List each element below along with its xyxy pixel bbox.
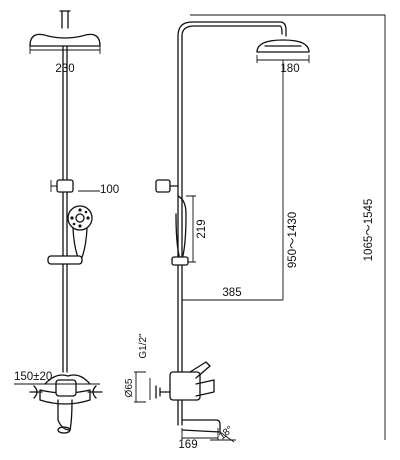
label-inlet-spacing: 150±20 [14,371,52,383]
front-lower-bracket [47,255,83,265]
side-view [134,14,386,443]
front-upper-bracket [56,179,74,193]
label-handshower-diameter: 100 [100,184,119,196]
front-view [14,10,103,434]
front-shower-head [29,33,101,47]
front-riser-pipe [62,45,68,373]
front-head-connector [59,10,71,29]
label-pipe-diameter: Ø65 [124,378,135,397]
side-lower-bracket [171,256,189,266]
side-upper-bracket [155,179,171,193]
side-riser-pipe [177,21,287,37]
side-handshower [175,195,187,263]
label-total-height-range: 1065～1545 [363,199,375,262]
front-mixer-body [44,374,91,385]
front-mixer-handle [55,379,77,397]
side-mixer-body [169,371,201,401]
label-thread-size: G1/2" [138,333,149,359]
label-handshower-height: 219 [196,219,208,238]
side-mixer-lever [189,361,211,379]
side-shower-head [256,39,310,53]
side-wall-inlet [155,385,171,399]
label-head-right-width: 180 [280,63,299,75]
side-spout [181,419,221,433]
label-arm-reach: 385 [222,287,241,299]
front-handshower-face [67,205,93,231]
label-spout-projection: 169 [178,439,197,451]
label-head-left-width: 230 [55,63,74,75]
label-head-height-range: 950～1430 [287,212,299,268]
